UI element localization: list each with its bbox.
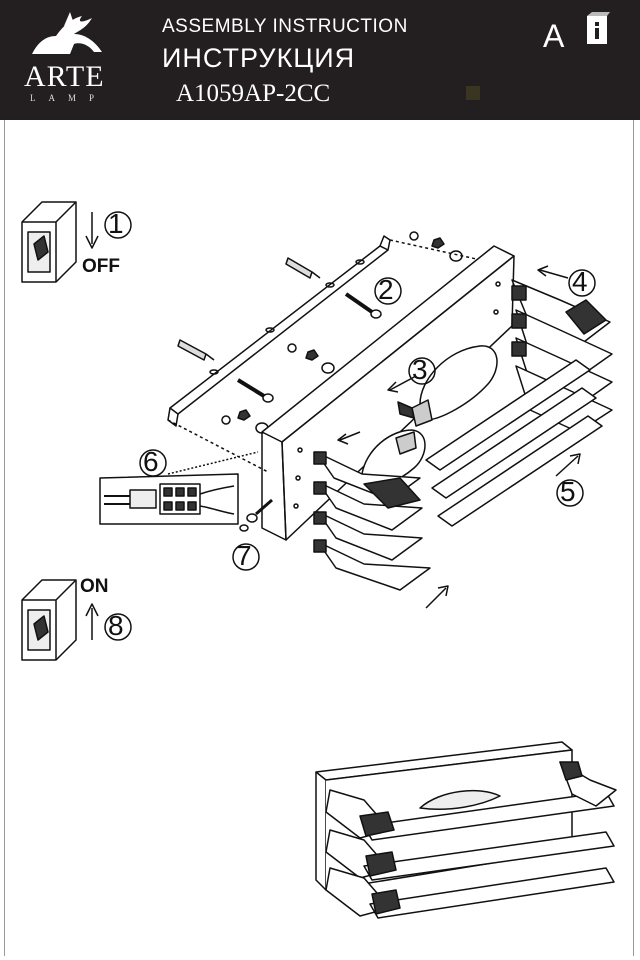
- step-8-number: 8: [108, 610, 124, 641]
- nut-washer-icon: [221, 409, 269, 434]
- page-frame: [4, 120, 634, 956]
- glass-shade-stack-left: [313, 451, 431, 591]
- nut-washer-icon: [287, 343, 335, 374]
- brand-logo-subtext: LAMP: [30, 93, 108, 103]
- step-6-circle: [139, 449, 167, 477]
- arrow-icon: [537, 265, 569, 279]
- arrow-up-icon: [85, 603, 99, 640]
- step-1-number: 1: [108, 208, 124, 239]
- screw-icon: [344, 292, 382, 319]
- step-5-circle: [556, 479, 584, 507]
- step-2-circle: [374, 277, 402, 305]
- screw-icon: [239, 498, 273, 532]
- mounting-bracket: [167, 235, 391, 427]
- language-letter: A: [543, 18, 565, 54]
- step-2-number: 2: [378, 274, 394, 305]
- switch-on-icon: [21, 579, 77, 661]
- wall-plug-icon: [285, 257, 321, 279]
- step-4-circle: [568, 269, 596, 297]
- step-8-circle: [104, 613, 132, 641]
- switch-off-icon: [21, 201, 77, 283]
- brand-logo-text: ARTE: [24, 60, 105, 93]
- screw-icon: [236, 378, 274, 403]
- step-3-circle: [408, 357, 436, 385]
- wall-plug-icon: [177, 339, 215, 361]
- griffin-logo-icon: [32, 12, 102, 54]
- bulb-icon: [397, 345, 498, 427]
- model-number: A1059AP-2CC: [176, 80, 331, 107]
- step-8-label: ON: [80, 576, 109, 597]
- arrow-icon: [425, 585, 449, 609]
- step-5-number: 5: [560, 476, 576, 507]
- arrow-icon: [555, 453, 581, 477]
- step-1-label: OFF: [82, 256, 120, 277]
- title-english: ASSEMBLY INSTRUCTION: [162, 16, 408, 37]
- step-1-circle: [104, 211, 132, 239]
- nut-washer-icon: [409, 231, 463, 262]
- step-6-number: 6: [143, 446, 159, 477]
- step-7-number: 7: [236, 540, 252, 571]
- step-4-number: 4: [572, 266, 588, 297]
- header-bar: ARTE LAMP ASSEMBLY INSTRUCTION ИНСТРУКЦИ…: [0, 0, 640, 120]
- header-square-mark: [466, 86, 480, 100]
- step-3-number: 3: [412, 354, 428, 385]
- dashed-guide: [167, 239, 491, 473]
- glass-slat-row: [425, 359, 603, 527]
- arrow-icon: [337, 431, 361, 445]
- arrow-down-icon: [85, 212, 99, 249]
- assembled-fixture: [315, 741, 617, 919]
- terminal-block-inset: [99, 451, 259, 525]
- info-book-icon: [587, 12, 610, 44]
- step-7-circle: [232, 543, 260, 571]
- title-russian: ИНСТРУКЦИЯ: [162, 43, 356, 73]
